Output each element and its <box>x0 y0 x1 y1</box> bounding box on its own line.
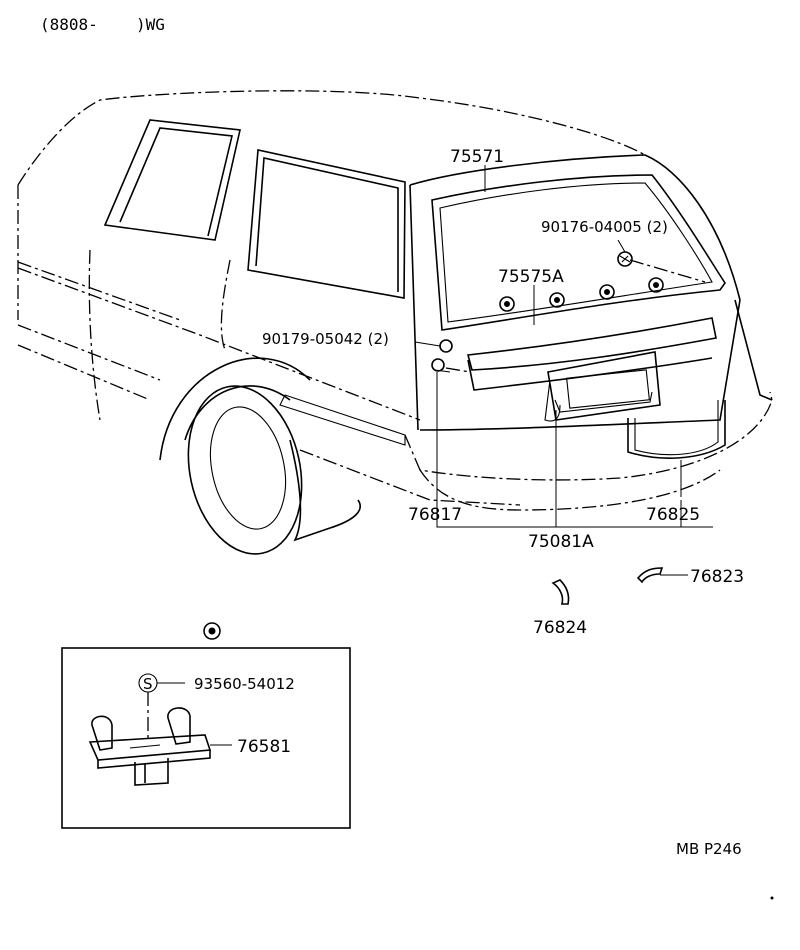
label-76824: 76824 <box>533 618 587 638</box>
label-76823: 76823 <box>690 567 744 587</box>
page-reference: MB P246 <box>676 840 742 858</box>
label-75575a: 75575A <box>498 267 564 287</box>
trim-piece-76824-icon <box>551 579 570 605</box>
screw-90176-icon <box>617 251 633 267</box>
corner-dot <box>770 896 774 900</box>
label-90179-05042: 90179-05042 (2) <box>262 330 389 348</box>
label-75081a: 75081A <box>528 532 594 552</box>
s-mark-label: S <box>143 675 153 693</box>
window-fasteners-75575a <box>499 277 664 312</box>
fastener-marker-icon <box>203 622 221 640</box>
label-76825: 76825 <box>646 505 700 525</box>
label-76581: 76581 <box>237 737 291 757</box>
header-code-close: )WG <box>136 15 165 34</box>
label-90176-04005: 90176-04005 (2) <box>541 218 668 236</box>
label-76817: 76817 <box>408 505 462 525</box>
clip-76581-icon <box>88 707 212 786</box>
header-code-open: (8808- <box>40 15 98 34</box>
detail-inset: S 93560-54012 76581 <box>61 647 351 829</box>
leader-lines <box>414 165 713 576</box>
label-75571: 75571 <box>450 147 504 167</box>
car-body-drawing <box>17 90 773 555</box>
trim-piece-76823-icon <box>636 567 664 584</box>
label-93560-54012: 93560-54012 <box>194 675 295 693</box>
